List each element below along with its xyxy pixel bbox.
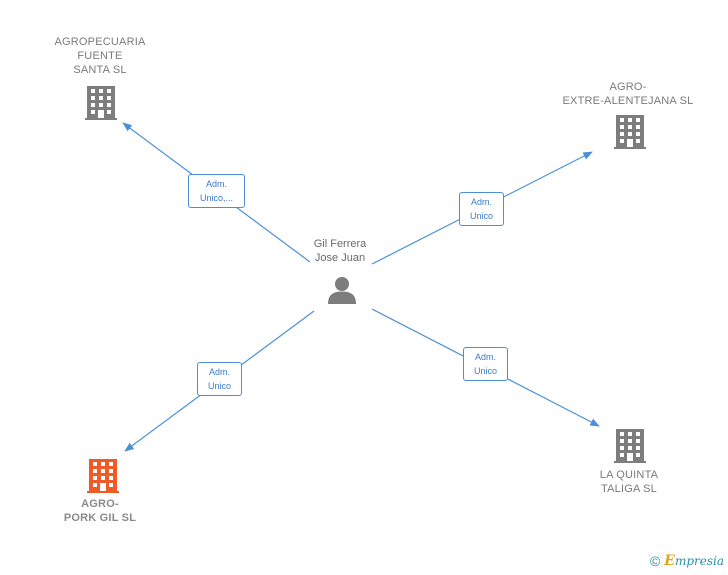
- edge-label-quinta[interactable]: Adm. Unico: [463, 347, 508, 381]
- edge-label-agropecuaria[interactable]: Adm. Unico,...: [188, 174, 245, 208]
- building-icon[interactable]: [614, 429, 646, 468]
- company-label-agropecuaria[interactable]: AGROPECUARIA FUENTE SANTA SL: [54, 36, 146, 76]
- brand-footer: © Empresia: [650, 553, 724, 569]
- brand-logo[interactable]: Empresia: [664, 553, 724, 569]
- company-label-quinta[interactable]: LA QUINTA TALIGA SL: [599, 469, 659, 495]
- edge-label-alentejana[interactable]: Adm. Unico: [459, 192, 504, 226]
- company-label-alentejana[interactable]: AGRO- EXTRE-ALENTEJANA SL: [562, 81, 694, 107]
- person-icon[interactable]: [327, 276, 357, 309]
- edge-label-pork[interactable]: Adm. Unico: [197, 362, 242, 396]
- building-icon-highlight[interactable]: [87, 459, 119, 498]
- person-name[interactable]: Gil Ferrera Jose Juan: [313, 238, 367, 264]
- building-icon[interactable]: [85, 86, 117, 125]
- building-icon[interactable]: [614, 115, 646, 154]
- company-label-pork[interactable]: AGRO- PORK GIL SL: [63, 498, 137, 524]
- copyright-icon: ©: [649, 553, 661, 569]
